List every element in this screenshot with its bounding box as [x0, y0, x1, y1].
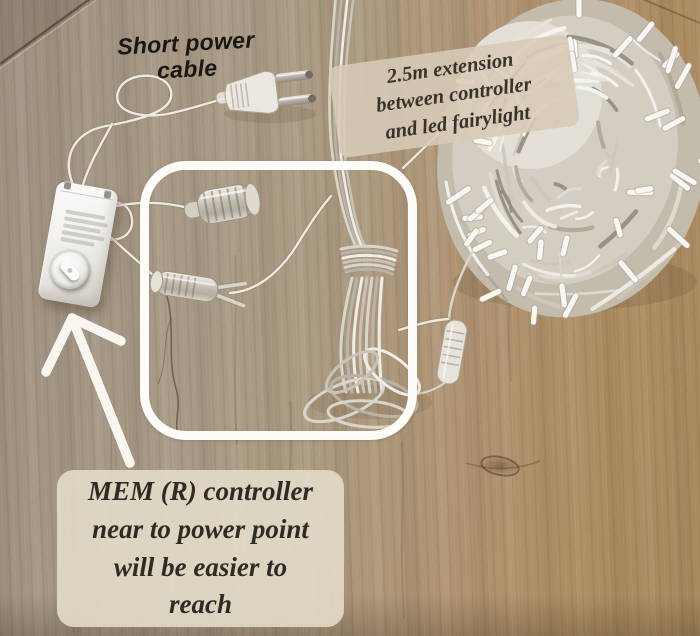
- highlight-frame: [140, 161, 417, 440]
- panel-line: will be easier to: [113, 551, 288, 582]
- controller-dial: [48, 249, 92, 292]
- panel-line: near to power point: [92, 513, 309, 544]
- panel-line: reach: [169, 589, 232, 620]
- panel-line: MEM (R) controller: [87, 475, 314, 506]
- controller-clip: [63, 180, 72, 190]
- short-power-cable-label: Short power cable: [103, 26, 270, 87]
- controller-note-panel: MEM (R) controller near to power point w…: [57, 470, 344, 627]
- controller-clip: [103, 189, 112, 199]
